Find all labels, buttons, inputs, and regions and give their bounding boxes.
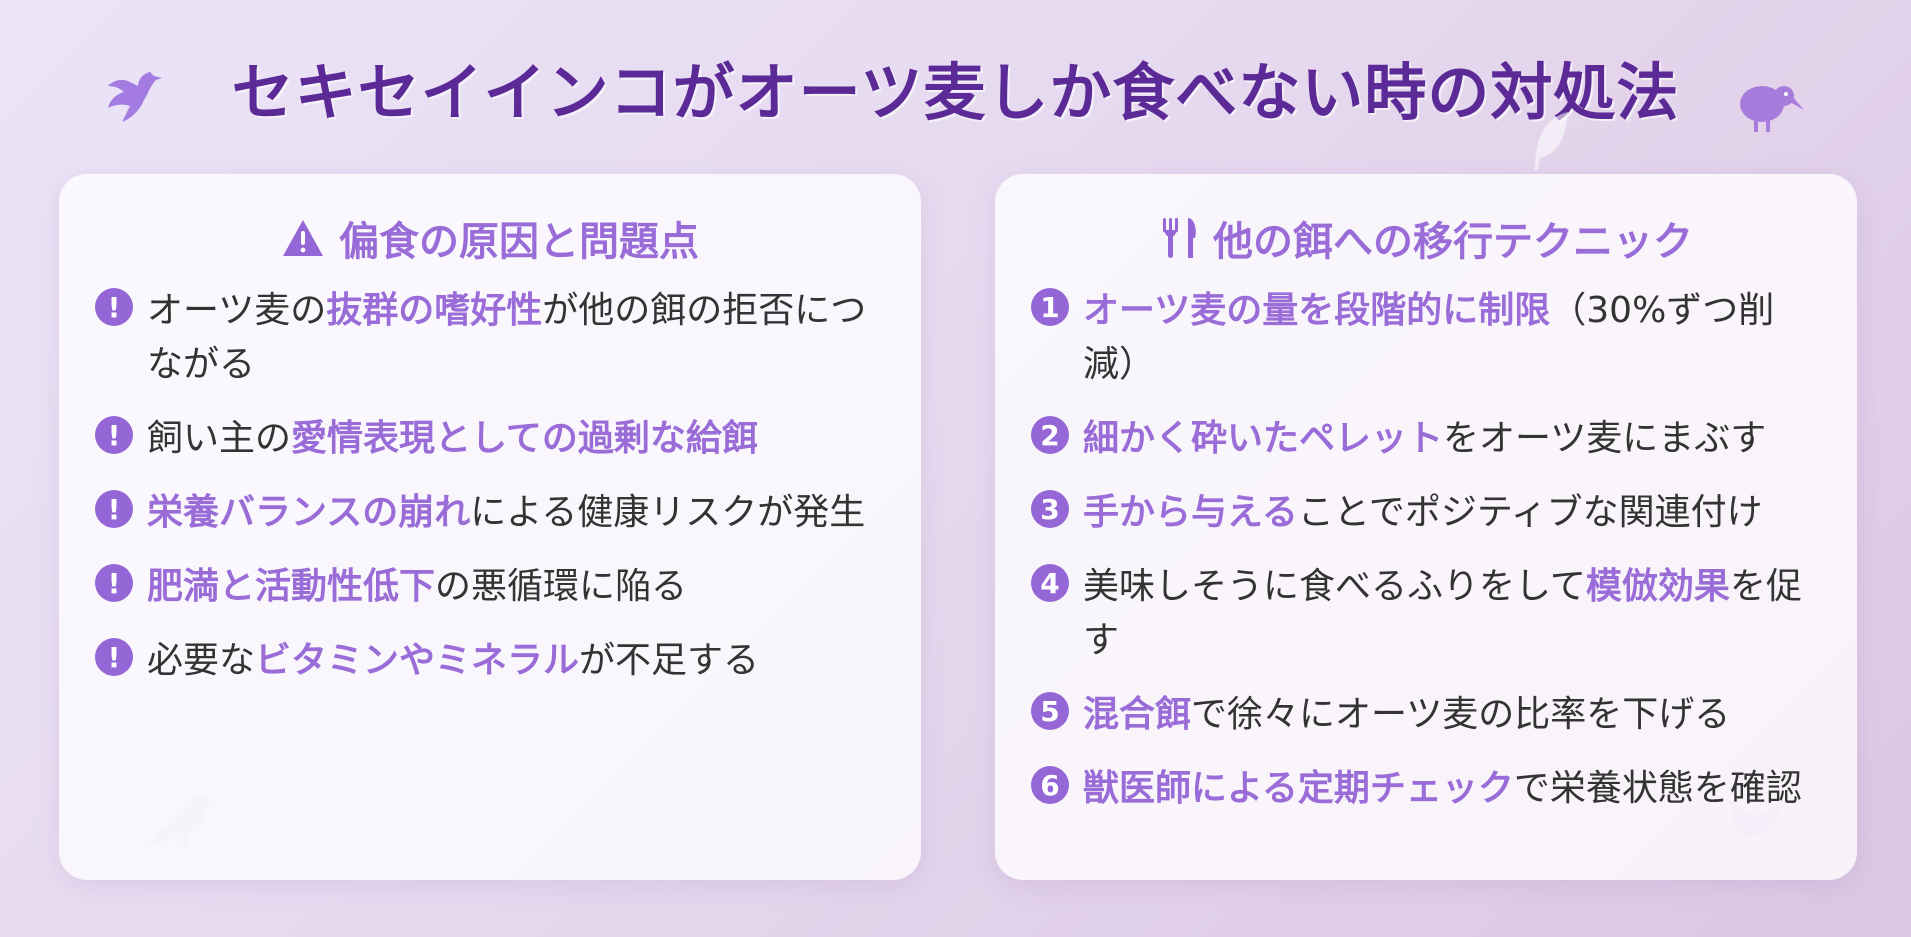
- techniques-list: 1 オーツ麦の量を段階的に制限（30%ずつ削減） 2 細かく砕いたペレットをオー…: [1031, 284, 1821, 816]
- item-text: オーツ麦の量を段階的に制限（30%ずつ削減）: [1083, 290, 1775, 385]
- item-text: 混合餌で徐々にオーツ麦の比率を下げる: [1083, 694, 1731, 735]
- exclamation-circle-icon: !: [95, 416, 133, 454]
- item-text: 手から与えることでポジティブな関連付け: [1083, 492, 1763, 533]
- header: セキセイインコがオーツ麦しか食べない時の対処法: [0, 42, 1911, 132]
- list-item: 5 混合餌で徐々にオーツ麦の比率を下げる: [1031, 688, 1821, 742]
- techniques-card-title: 他の餌への移行テクニック: [1213, 219, 1693, 265]
- techniques-card-header: 他の餌への移行テクニック: [1031, 210, 1821, 266]
- exclamation-circle-icon: !: [95, 490, 133, 528]
- dove-icon: [108, 72, 162, 122]
- exclamation-circle-icon: !: [95, 564, 133, 602]
- list-item: ! オーツ麦の抜群の嗜好性が他の餌の拒否につながる: [95, 284, 885, 392]
- item-text: 飼い主の愛情表現としての過剰な給餌: [147, 418, 758, 459]
- item-text: 栄養バランスの崩れによる健康リスクが発生: [147, 492, 866, 533]
- causes-list: ! オーツ麦の抜群の嗜好性が他の餌の拒否につながる ! 飼い主の愛情表現としての…: [95, 284, 885, 688]
- list-item: 3 手から与えることでポジティブな関連付け: [1031, 486, 1821, 540]
- exclamation-circle-icon: !: [95, 638, 133, 676]
- number-badge: 4: [1031, 564, 1069, 602]
- item-text: 細かく砕いたペレットをオーツ麦にまぶす: [1083, 418, 1767, 459]
- causes-card-header: 偏食の原因と問題点: [95, 210, 885, 266]
- list-item: 4 美味しそうに食べるふりをして模倣効果を促す: [1031, 560, 1821, 668]
- item-text: 肥満と活動性低下の悪循環に陥る: [147, 566, 688, 607]
- list-item: ! 肥満と活動性低下の悪循環に陥る: [95, 560, 885, 614]
- causes-card: 偏食の原因と問題点 ! オーツ麦の抜群の嗜好性が他の餌の拒否につながる ! 飼い…: [59, 174, 921, 880]
- list-item: 2 細かく砕いたペレットをオーツ麦にまぶす: [1031, 412, 1821, 466]
- number-badge: 5: [1031, 692, 1069, 730]
- list-item: 6 獣医師による定期チェックで栄養状態を確認: [1031, 762, 1821, 816]
- utensils-icon: [1163, 218, 1196, 258]
- item-text: 必要なビタミンやミネラルが不足する: [147, 640, 760, 681]
- exclamation-circle-icon: !: [95, 288, 133, 326]
- item-text: オーツ麦の抜群の嗜好性が他の餌の拒否につながる: [147, 290, 867, 385]
- item-text: 美味しそうに食べるふりをして模倣効果を促す: [1083, 566, 1802, 661]
- number-badge: 1: [1031, 288, 1069, 326]
- kiwi-bird-icon: [1740, 86, 1804, 132]
- item-text: 獣医師による定期チェックで栄養状態を確認: [1083, 768, 1802, 809]
- number-badge: 6: [1031, 766, 1069, 804]
- techniques-card: 他の餌への移行テクニック 1 オーツ麦の量を段階的に制限（30%ずつ削減） 2 …: [995, 174, 1857, 880]
- list-item: ! 必要なビタミンやミネラルが不足する: [95, 634, 885, 688]
- number-badge: 3: [1031, 490, 1069, 528]
- number-badge: 2: [1031, 416, 1069, 454]
- causes-card-title: 偏食の原因と問題点: [339, 219, 699, 265]
- page-title: セキセイインコがオーツ麦しか食べない時の対処法: [231, 56, 1680, 129]
- list-item: 1 オーツ麦の量を段階的に制限（30%ずつ削減）: [1031, 284, 1821, 392]
- feather-icon: [1534, 112, 1568, 170]
- list-item: ! 栄養バランスの崩れによる健康リスクが発生: [95, 486, 885, 540]
- list-item: ! 飼い主の愛情表現としての過剰な給餌: [95, 412, 885, 466]
- warning-triangle-icon: [283, 220, 323, 256]
